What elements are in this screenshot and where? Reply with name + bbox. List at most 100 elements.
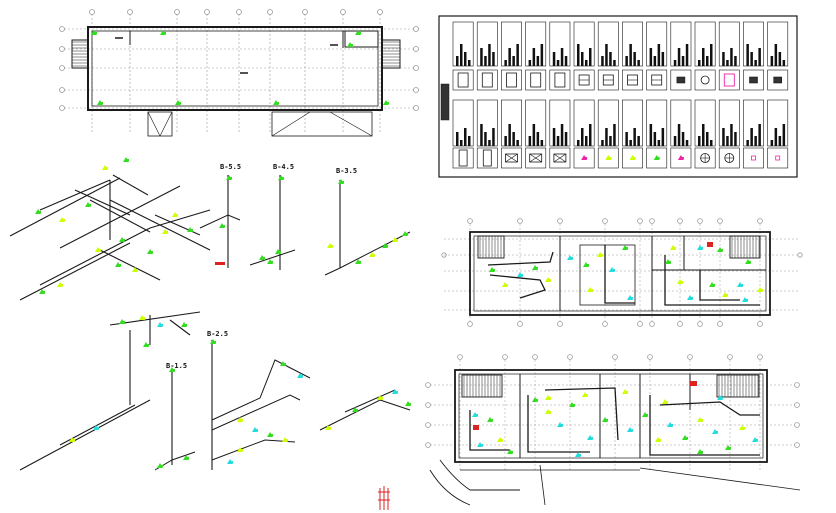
symbol-rect: [481, 72, 493, 88]
fixture-mark: [491, 269, 495, 271]
grid-bubble: [794, 402, 800, 408]
grid-bubble: [425, 402, 431, 408]
legend-symbol-cell: [452, 147, 474, 169]
fixture-symbol: [377, 395, 383, 400]
ramp-line: [271, 111, 311, 137]
fixture-mark: [719, 249, 723, 251]
legend-cell: [743, 21, 764, 67]
legend-bar: [532, 48, 536, 66]
fixture-symbol: [627, 295, 633, 300]
riser-label-b15: B-1.5: [166, 362, 188, 370]
legend-symbol-cell: [718, 147, 740, 169]
fixture-symbol: [157, 463, 163, 468]
legend-bar: [774, 128, 778, 146]
fixture-symbol: [472, 412, 478, 417]
fixture-symbol: [507, 449, 513, 454]
fixture-symbol: [477, 442, 483, 447]
fixture-symbol: [102, 165, 108, 170]
legend-bar: [540, 140, 544, 146]
legend-bar: [504, 60, 507, 66]
fixture-symbol: [545, 395, 551, 400]
fixture-mark: [159, 465, 163, 467]
legend-symbol-cell: [767, 69, 789, 91]
fixture-symbol: [226, 175, 232, 180]
fixture-mark: [669, 424, 673, 426]
grid-bubble: [425, 442, 431, 448]
fixture-mark: [284, 439, 288, 441]
fixture-mark: [269, 261, 273, 263]
drain-pipe: [99, 249, 161, 281]
ramp-line: [159, 111, 173, 137]
legend-cell: [670, 99, 692, 147]
fixture-symbol: [402, 231, 408, 236]
legend-bar: [589, 124, 592, 146]
fixture-symbol: [545, 409, 551, 414]
legend-bar: [492, 128, 495, 146]
grid-bubble: [204, 9, 210, 15]
fixture-mark: [159, 324, 163, 326]
fixture-mark: [629, 429, 633, 431]
symbol-x: [505, 153, 518, 163]
symbol-fill: [676, 76, 686, 84]
drain-pipe: [169, 319, 191, 336]
fixture-mark: [559, 424, 563, 426]
drain-pipe: [89, 199, 151, 233]
legend-symbol-cell: [767, 147, 789, 169]
grid-bubble: [413, 65, 419, 71]
legend-symbol-cell: [670, 147, 692, 169]
fixture-symbol: [327, 243, 333, 248]
fixture-symbol: [745, 259, 751, 264]
fixture-mark: [547, 279, 551, 281]
legend-symbol-cell: [597, 69, 619, 91]
symbol-fixture-magenta: [581, 155, 588, 160]
fixture-mark: [699, 247, 703, 249]
fixture-symbol: [670, 245, 676, 250]
legend-symbol-cell: [694, 69, 716, 91]
fixture-symbol: [280, 361, 286, 366]
fixture-mark: [121, 321, 125, 323]
fixture-symbol: [237, 447, 243, 452]
fixture-mark: [277, 251, 281, 253]
valve-mark: [473, 425, 479, 430]
legend-bar: [754, 60, 757, 66]
fixture-symbol: [39, 289, 45, 294]
legend-cell: [622, 99, 643, 147]
legend-cell: [767, 21, 789, 67]
fixture-mark: [239, 449, 243, 451]
legend-bar: [585, 60, 588, 66]
fixture-mark: [121, 239, 125, 241]
fixture-symbol: [210, 339, 216, 344]
legend-bar: [746, 140, 749, 146]
fixture-mark: [99, 102, 103, 104]
legend-bar: [601, 56, 604, 66]
fixture-mark: [699, 451, 703, 453]
grid-bubble: [794, 422, 800, 428]
legend-bar: [734, 132, 737, 146]
legend-cell: [476, 21, 498, 67]
drain-pipe: [59, 185, 181, 249]
fixture-mark: [141, 317, 145, 319]
fixture-symbol: [115, 262, 121, 267]
fixture-symbol: [532, 397, 538, 402]
fixture-symbol: [575, 452, 581, 457]
fixture-mark: [340, 181, 344, 183]
fixture-mark: [162, 32, 166, 34]
fixture-mark: [104, 167, 108, 169]
fixture-mark: [655, 157, 660, 159]
fixture-mark: [724, 294, 728, 296]
fixture-mark: [282, 363, 286, 365]
grid-bubble: [413, 46, 419, 52]
fixture-mark: [657, 439, 661, 441]
fixture-mark: [93, 32, 97, 34]
fixture-symbol: [587, 287, 593, 292]
fixture-symbol: [355, 30, 361, 35]
legend-bar: [613, 60, 616, 66]
fixture-mark: [407, 403, 411, 405]
exterior-wall: [87, 26, 383, 111]
symbol-fixture-green: [653, 155, 660, 160]
legend-bar: [492, 52, 495, 66]
fixture-symbol: [187, 227, 193, 232]
fixture-symbol: [662, 399, 668, 404]
grid-bubble: [377, 9, 383, 15]
fixture-symbol: [237, 417, 243, 422]
